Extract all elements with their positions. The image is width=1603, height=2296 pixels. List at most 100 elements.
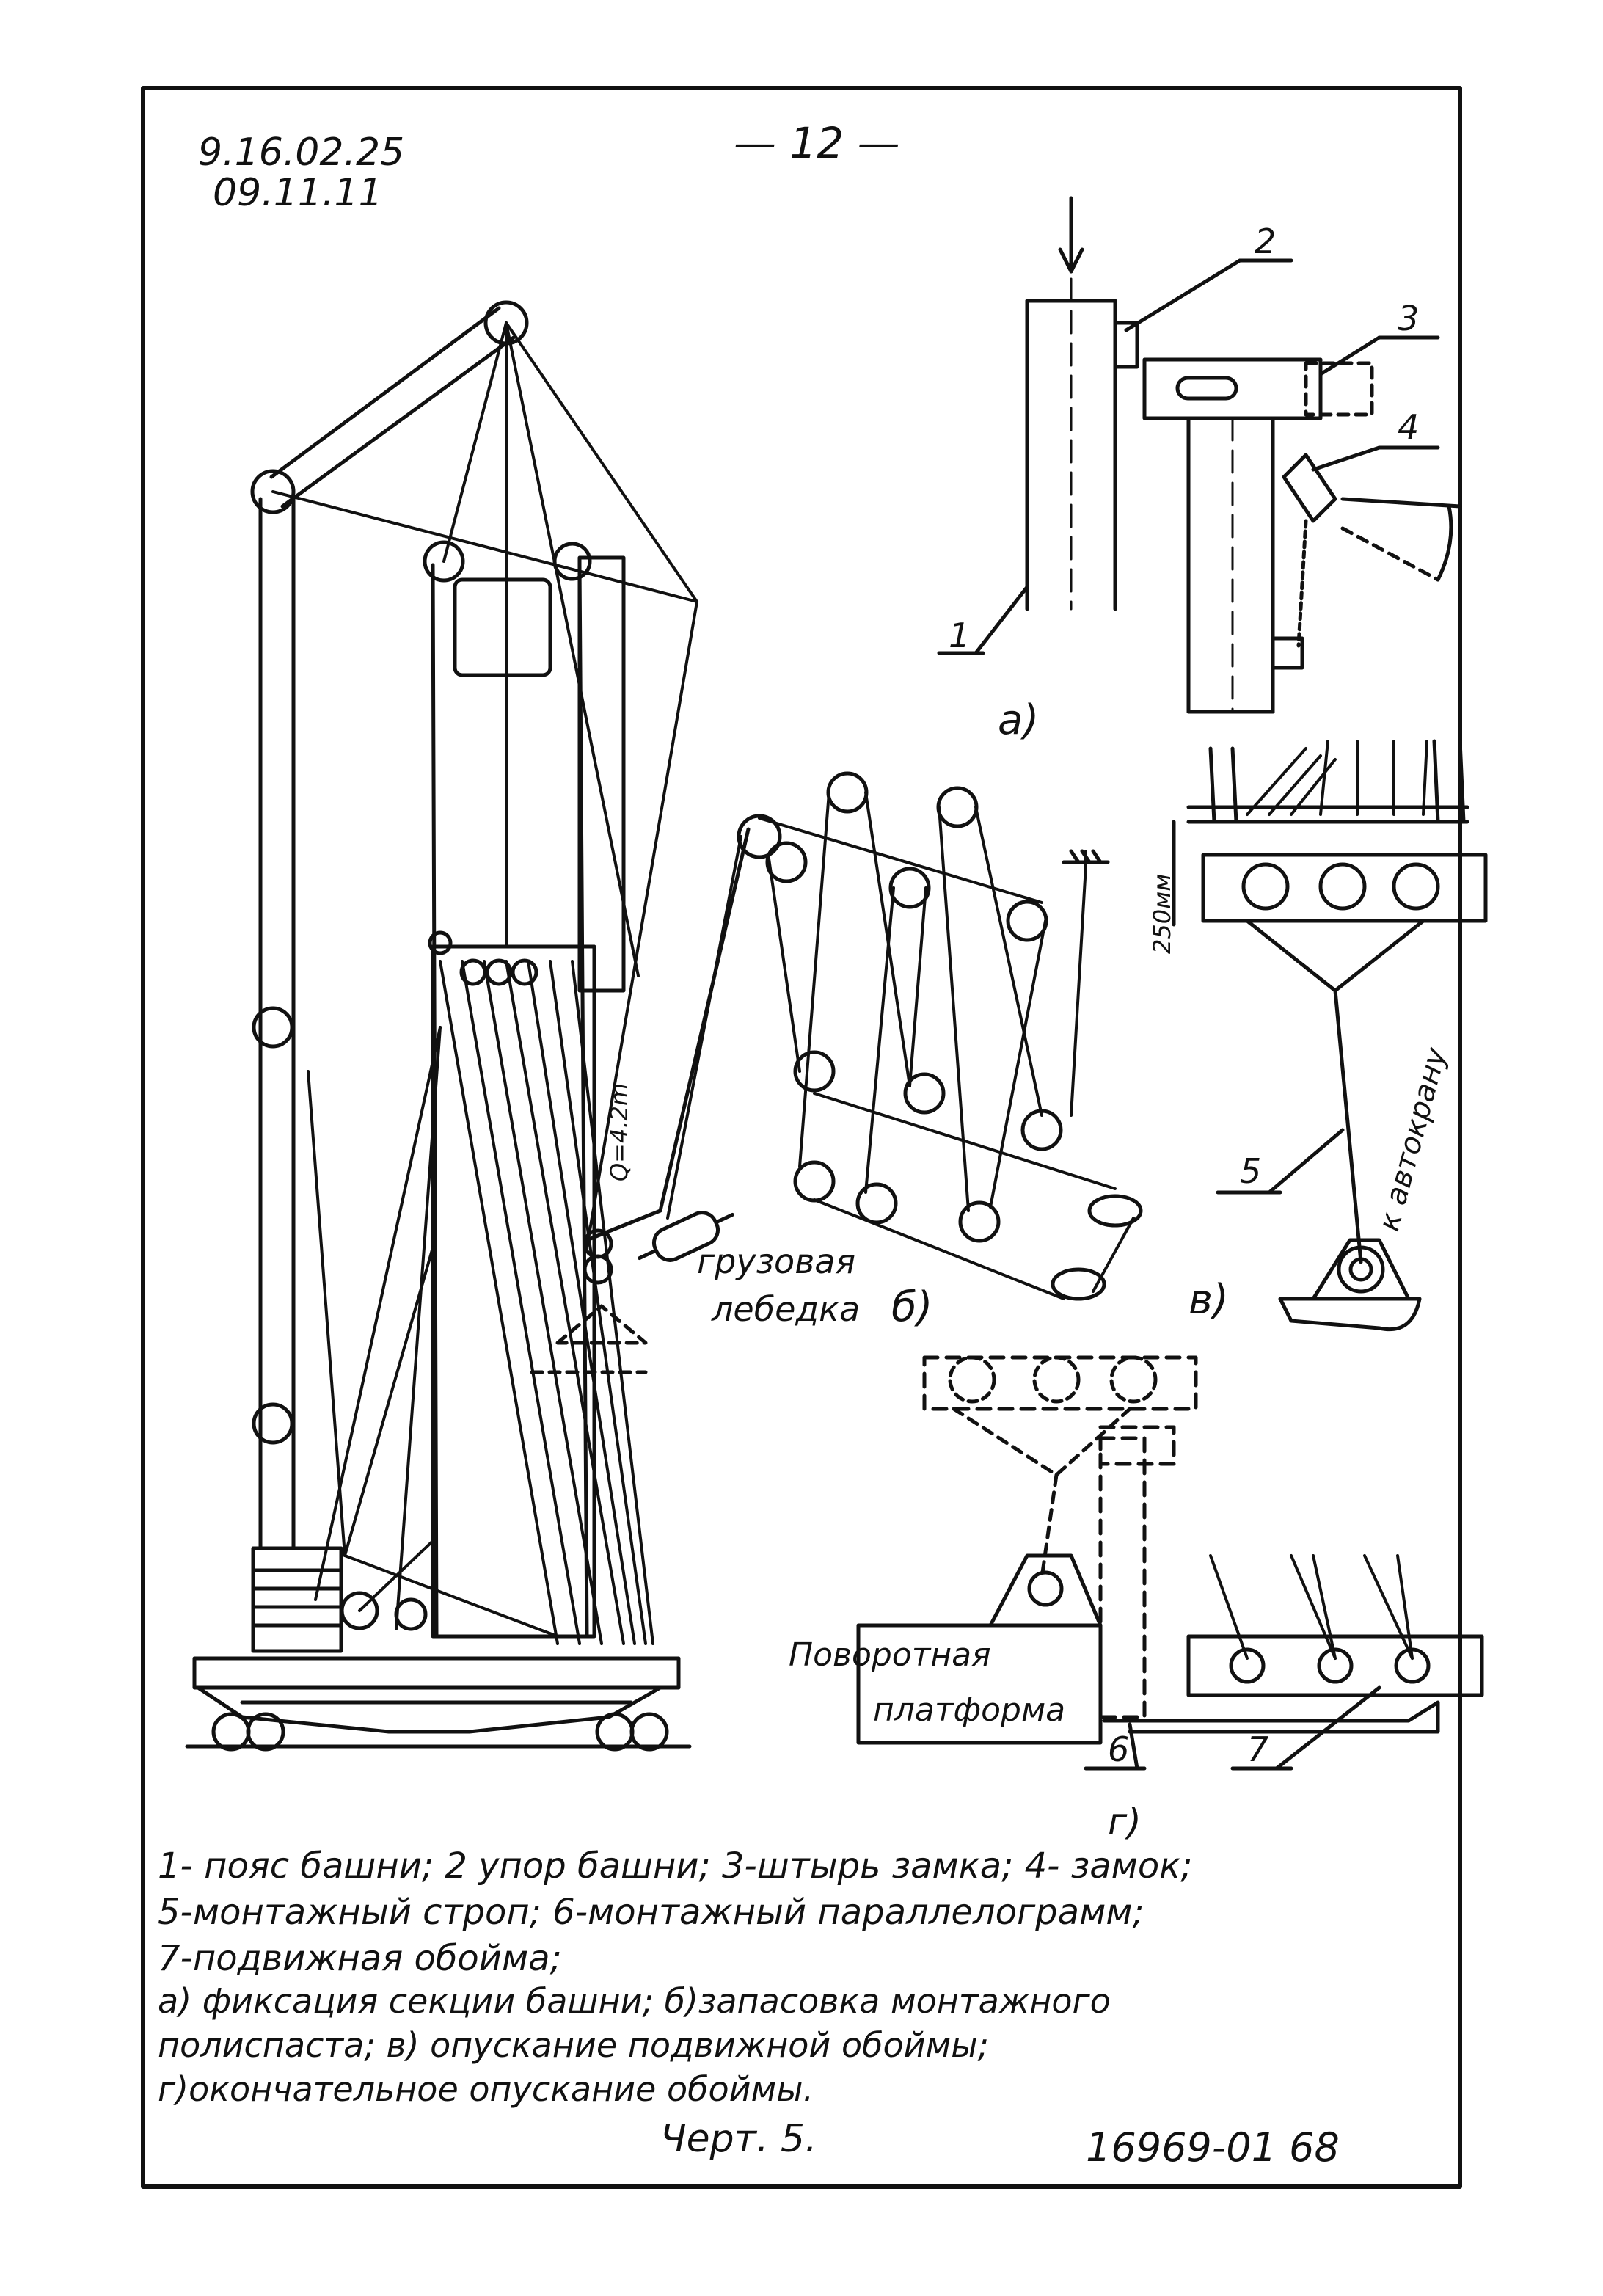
document-number: 16969-01 68 [1086, 2124, 1340, 2171]
winch-rope [585, 1209, 662, 1242]
doc-code-line2: 09.11.11 [213, 171, 383, 215]
detail-v-lowering-clip: 250мм 5 к автокрану в) [1148, 739, 1488, 1332]
clip-hole [1229, 1647, 1266, 1684]
legend-line-6: г)окончательное опускание обоймы. [158, 2069, 814, 2109]
counterweight-stack [251, 1546, 343, 1653]
tackle-sheave [737, 814, 782, 859]
winch-label-line1: грузовая [697, 1242, 855, 1281]
platform-bracket [988, 1553, 1103, 1628]
clip-hole-dashed [1032, 1355, 1081, 1404]
sheave-bottom-right [394, 1597, 428, 1631]
parallelogram-column [1098, 1436, 1147, 1719]
tower-sheave [459, 958, 487, 986]
lever-swing-arc [1436, 504, 1453, 582]
callout-6: 6 [1108, 1730, 1129, 1769]
tackle-sheave [1051, 1267, 1106, 1301]
tower-stop [1113, 321, 1139, 369]
lock-pin-slot [1175, 376, 1238, 401]
tower-post [1230, 746, 1238, 824]
lock-spring [1296, 519, 1308, 648]
callout-leader-5 [1267, 1128, 1345, 1195]
clip-hole [1318, 862, 1367, 911]
sheave-left-upper [250, 469, 296, 514]
tackle-sheave [1006, 900, 1048, 942]
clip-hole [1241, 862, 1290, 911]
sheave-bottom-left [340, 1591, 379, 1630]
callout-4: 4 [1398, 407, 1419, 447]
detail-b-tackle-reeving: грузовая лебедка б) [638, 771, 1143, 1331]
turn-platform-label-line1: Поворотная [789, 1636, 991, 1674]
callout-5: 5 [1240, 1151, 1261, 1191]
crane-chassis [196, 1685, 662, 1734]
legend-line-1: 1- пояс башни; 2 упор башни; 3-штырь зам… [158, 1845, 1193, 1887]
lock-latch [1282, 453, 1337, 523]
sheave-left-lower [252, 1402, 294, 1445]
guide-rail [1102, 1700, 1440, 1734]
sheave-mast-upper [423, 540, 465, 583]
legend-line-5: полиспаста; в) опускание подвижной обойм… [158, 2025, 990, 2065]
figure-title: Черт. 5. [660, 2117, 817, 2161]
crane-assembly-drawing: Q=4.2m [185, 300, 751, 1752]
callout-leader-6 [1128, 1722, 1139, 1771]
lever-rod [1340, 497, 1462, 509]
tower-sheave [511, 958, 538, 986]
mounted-tower-section [431, 944, 596, 1639]
lock-pin [1142, 357, 1323, 420]
load-arrow-head [1058, 247, 1084, 274]
to-crane-label: к автокрану [1372, 1043, 1453, 1235]
lock-pin-end [1304, 361, 1374, 417]
clip-hole [1317, 1647, 1354, 1684]
clip-hole-dashed [948, 1355, 996, 1404]
sling-triangle [1245, 919, 1425, 993]
lever-rod-dashed [1340, 526, 1440, 582]
derrick-arm-upper [269, 306, 501, 479]
hook-block-outline [555, 1304, 648, 1345]
clip-hole [1392, 862, 1440, 911]
cargo-winch [638, 1211, 734, 1262]
tower-post [1432, 739, 1440, 824]
derrick-arm-lower [280, 335, 516, 509]
parallelogram-head [1098, 1425, 1176, 1466]
dimension-250: 250мм [1148, 874, 1176, 954]
tackle-sheave [936, 786, 979, 828]
movable-clip-beam [1201, 853, 1488, 923]
page-number: — 12 — [734, 118, 900, 168]
doc-code-line1: 9.16.02.25 [198, 131, 404, 175]
crane-base-frame [192, 1656, 681, 1690]
clip-hole-dashed [1109, 1355, 1158, 1404]
legend-line-2: 5-монтажный строп; 6-монтажный параллело… [158, 1892, 1144, 1933]
subfigure-label-b: б) [891, 1283, 932, 1331]
sheet-frame [141, 86, 1462, 2189]
platform-pin [1027, 1570, 1064, 1607]
tackle-ropes [666, 791, 1135, 1300]
detail-g-final-lowering: Поворотная платформа 6 7 г) [789, 1355, 1484, 1843]
tower-head-cab [453, 577, 552, 677]
tackle-sheave [888, 867, 931, 909]
tower-top-section [577, 555, 626, 993]
rope-dimension-label: Q=4.2m [605, 1083, 633, 1181]
tackle-sheave [1087, 1194, 1143, 1228]
callout-1: 1 [949, 616, 970, 655]
crane-wheel [246, 1712, 285, 1752]
sheave-left-middle [252, 1006, 294, 1049]
callout-leader-1 [974, 585, 1029, 655]
crane-wheel [629, 1712, 669, 1752]
turn-platform-label-line2: платформа [873, 1691, 1065, 1729]
callout-leader-7 [1274, 1685, 1381, 1771]
sling-strands [439, 960, 654, 1645]
tackle-sheave [765, 841, 808, 883]
detail-a-tower-fixation: 1 2 3 4 а) [937, 196, 1462, 744]
lock-bracket [1271, 636, 1304, 670]
tower-sheave [428, 930, 453, 955]
sling-dashed-vertical [1040, 1473, 1059, 1580]
tackle-sheave [903, 1072, 946, 1115]
callout-leader-4 [1311, 445, 1381, 472]
subfigure-label-g: г) [1108, 1801, 1142, 1843]
ground-base [1278, 1297, 1422, 1332]
rods-arrows [1246, 740, 1428, 816]
sling-eye-inner [1348, 1257, 1373, 1282]
sling-eye [1337, 1245, 1385, 1294]
subfigure-label-v: в) [1188, 1276, 1229, 1324]
rigging-ropes [271, 321, 698, 1638]
